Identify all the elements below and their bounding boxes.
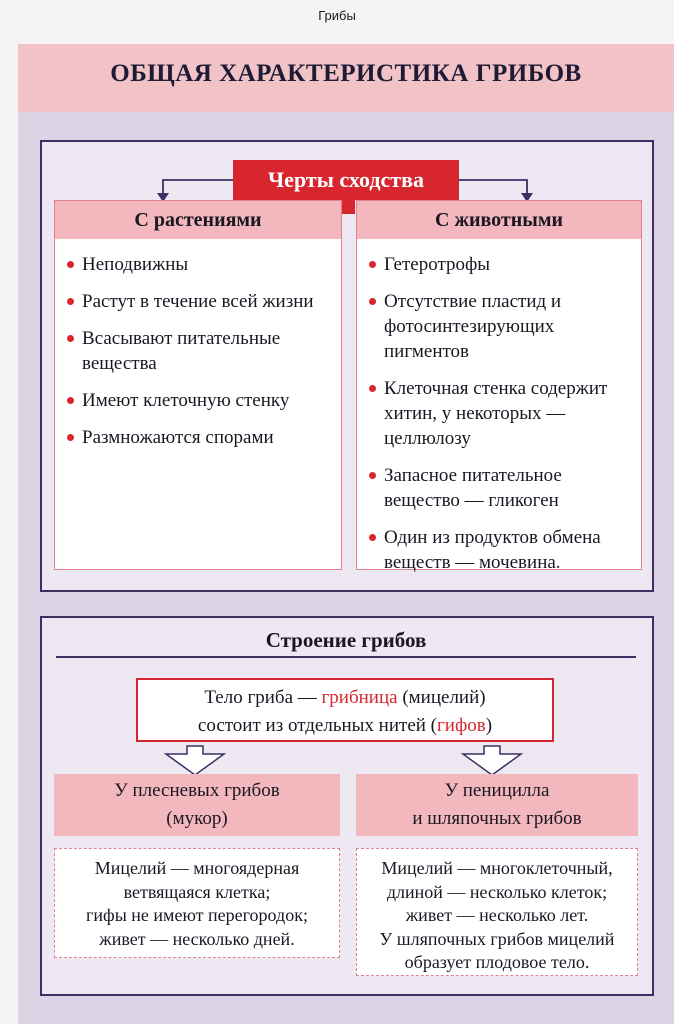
arrow-to-plants	[162, 179, 233, 196]
mold-header-line: У плесневых грибов	[114, 780, 280, 801]
plants-header: С растениями	[55, 201, 341, 239]
structure-title-rule	[56, 656, 636, 658]
animals-box	[356, 200, 642, 570]
body-text: )	[485, 715, 493, 736]
arrow-to-animals	[459, 179, 528, 196]
arrow-to-plants-head	[157, 193, 169, 202]
animals-item: Отсутствие пластид и фотосинтезирующих п…	[358, 289, 620, 364]
running-header: Грибы	[318, 8, 356, 23]
mold-description: Мицелий — многоядерная ветвящаяся клетка…	[54, 848, 340, 958]
connector-arrows	[157, 179, 533, 202]
cap-line: У шляпочных грибов мицелий	[379, 928, 615, 949]
animals-header: С животными	[357, 201, 641, 239]
plants-item: Растут в течение всей жизни	[56, 289, 338, 314]
plants-item: Размножаются спорами	[56, 425, 338, 450]
body-text: (мицелий)	[397, 687, 486, 708]
animals-item: Один из продуктов обмена веществ — мочев…	[358, 525, 620, 575]
mold-line: Мицелий — многоядерная	[94, 858, 300, 878]
title-band	[18, 44, 674, 112]
arrow-to-cap	[460, 745, 524, 776]
down-arrows	[163, 745, 524, 776]
plants-item: Имеют клеточную стенку	[56, 388, 338, 413]
similarity-header: Черты сходства	[233, 160, 459, 200]
term-mycelium: грибница	[321, 687, 398, 708]
mold-header-line: (мукор)	[166, 808, 228, 829]
mold-line: гифы не имеют перегородок;	[86, 905, 308, 925]
fungus-body-line-1: Тело гриба — грибница (мицелий)	[138, 684, 552, 712]
plants-list: Неподвижны Растут в течение всей жизни В…	[56, 252, 338, 462]
fungus-body-box: Тело гриба — грибница (мицелий) состоит …	[136, 678, 554, 742]
cap-description: Мицелий — многоклеточный, длиной — неско…	[356, 848, 638, 976]
mold-line: живет — несколько дней.	[99, 928, 295, 949]
arrow-to-mold	[163, 745, 227, 776]
cap-line: длиной — несколько клеток;	[386, 881, 608, 902]
cap-header-line: У пеницилла	[444, 780, 550, 801]
cap-line: живет — несколько лет.	[405, 905, 589, 925]
arrow-to-animals-head	[521, 193, 533, 202]
plants-item: Неподвижны	[56, 252, 338, 277]
animals-item: Клеточная стенка содержит хитин, у некот…	[358, 376, 620, 451]
cap-header: У пеницилла и шляпочных грибов	[356, 774, 638, 836]
mold-header: У плесневых грибов (мукор)	[54, 774, 340, 836]
page-title: ОБЩАЯ ХАРАКТЕРИСТИКА ГРИБОВ	[110, 60, 582, 87]
body-text: Тело гриба —	[204, 687, 322, 708]
mold-line: ветвящаяся клетка;	[123, 881, 271, 902]
plants-item: Всасывают питательные вещества	[56, 326, 338, 376]
term-hyphae: гифов	[437, 715, 486, 736]
animals-item: Запасное питательное вещество — гликоген	[358, 463, 620, 513]
cap-line: Мицелий — многоклеточный,	[381, 858, 613, 878]
plants-box	[54, 200, 342, 570]
animals-item: Гетеротрофы	[358, 252, 620, 277]
cap-line: образует плодовое тело.	[404, 952, 590, 972]
structure-title: Строение грибов	[265, 628, 427, 652]
fungus-body-line-2: состоит из отдельных нитей (гифов)	[138, 712, 552, 740]
cap-header-line: и шляпочных грибов	[412, 808, 582, 829]
animals-list: Гетеротрофы Отсутствие пластид и фотосин…	[358, 252, 620, 587]
body-text: состоит из отдельных нитей (	[197, 715, 437, 736]
